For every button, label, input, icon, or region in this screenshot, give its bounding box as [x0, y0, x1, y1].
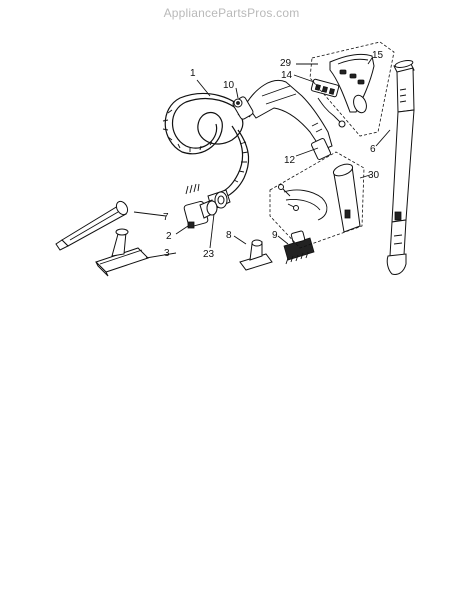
callout-9: 9 [272, 230, 278, 241]
wire-harness-group-part [269, 151, 365, 249]
dusting-brush-part [283, 230, 315, 265]
callout-12: 12 [284, 155, 296, 166]
callout-6: 6 [370, 144, 376, 155]
handle-cover-part [329, 53, 375, 114]
callout-1: 1 [190, 68, 196, 79]
callout-8: 8 [226, 230, 232, 241]
swivel-connector-part [183, 183, 218, 229]
upholstery-tool-part [95, 228, 149, 277]
callout-3: 3 [164, 248, 170, 259]
callout-15: 15 [372, 50, 384, 61]
crevice-tool-part [55, 200, 129, 251]
switch-part [233, 98, 243, 108]
callout-29: 29 [280, 58, 292, 69]
callout-7: 7 [163, 212, 169, 223]
wand-part [386, 60, 415, 275]
small-nozzle-part [239, 239, 273, 271]
callout-2: 2 [166, 231, 172, 242]
hose-handle-part [232, 80, 333, 160]
callout-10: 10 [223, 80, 235, 91]
watermark: AppliancePartsPros.com [163, 6, 300, 20]
callout-30: 30 [368, 170, 380, 181]
leader-lines [133, 57, 391, 259]
hose-part [162, 92, 251, 199]
callout-14: 14 [281, 70, 293, 81]
callout-23: 23 [203, 249, 215, 260]
